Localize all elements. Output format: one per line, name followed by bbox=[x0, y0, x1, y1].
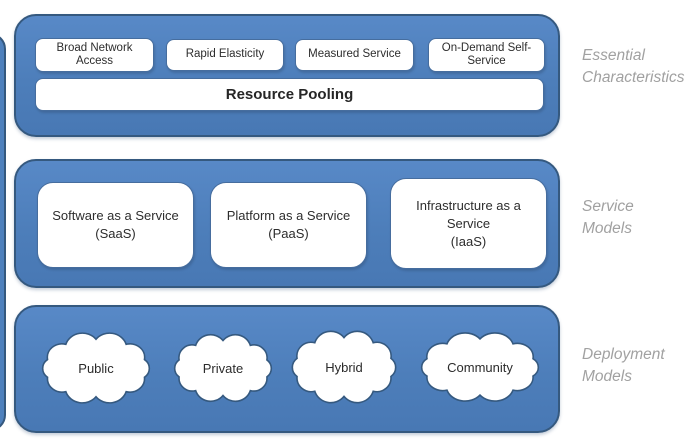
characteristic-label: Broad Network Access bbox=[56, 41, 133, 68]
characteristic-box-rapid-elasticity: Rapid Elasticity bbox=[166, 39, 284, 71]
characteristic-box-on-demand-self-service: On-Demand Self-Service bbox=[428, 38, 545, 72]
service-model-abbr: (SaaS) bbox=[95, 226, 136, 241]
deployment-cloud-hybrid: Hybrid bbox=[282, 322, 406, 412]
characteristic-box-broad-network-access: Broad Network Access bbox=[35, 38, 154, 72]
side-label-deployment-models: Deployment Models bbox=[582, 346, 665, 385]
service-model-box-iaas: Infrastructure as a Service (IaaS) bbox=[390, 178, 547, 269]
deployment-label: Public bbox=[78, 360, 114, 376]
service-models-band: Software as a Service (SaaS) Platform as… bbox=[14, 159, 560, 288]
service-model-box-paas: Platform as a Service (PaaS) bbox=[210, 182, 367, 268]
deployment-label: Hybrid bbox=[325, 359, 363, 375]
essential-characteristics-band: Broad Network Access Rapid Elasticity Me… bbox=[14, 14, 560, 137]
service-model-box-saas: Software as a Service (SaaS) bbox=[37, 182, 194, 268]
service-model-abbr: (PaaS) bbox=[268, 226, 309, 241]
service-model-abbr: (IaaS) bbox=[450, 233, 487, 249]
service-model-name: Infrastructure as a Service bbox=[416, 197, 521, 231]
service-model-name: Platform as a Service bbox=[226, 208, 351, 223]
deployment-cloud-community: Community bbox=[410, 324, 550, 410]
deployment-cloud-private: Private bbox=[165, 326, 281, 410]
deployment-label: Private bbox=[202, 360, 244, 376]
characteristic-label: Resource Pooling bbox=[225, 86, 354, 103]
characteristic-label: Rapid Elasticity bbox=[185, 48, 265, 61]
service-model-name: Software as a Service bbox=[52, 208, 179, 223]
characteristic-box-measured-service: Measured Service bbox=[295, 39, 414, 71]
deployment-models-band: Public Private Hybrid Community bbox=[14, 305, 560, 433]
characteristic-label: On-Demand Self-Service bbox=[441, 41, 532, 68]
deployment-label: Community bbox=[447, 359, 513, 375]
cropped-left-edge-shape bbox=[0, 33, 6, 431]
characteristic-box-resource-pooling: Resource Pooling bbox=[35, 78, 544, 111]
characteristic-label: Measured Service bbox=[308, 48, 401, 61]
side-label-service-models: Service Models bbox=[582, 198, 634, 237]
deployment-cloud-public: Public bbox=[32, 324, 160, 412]
side-label-essential-characteristics: Essential Characteristics bbox=[582, 47, 685, 86]
